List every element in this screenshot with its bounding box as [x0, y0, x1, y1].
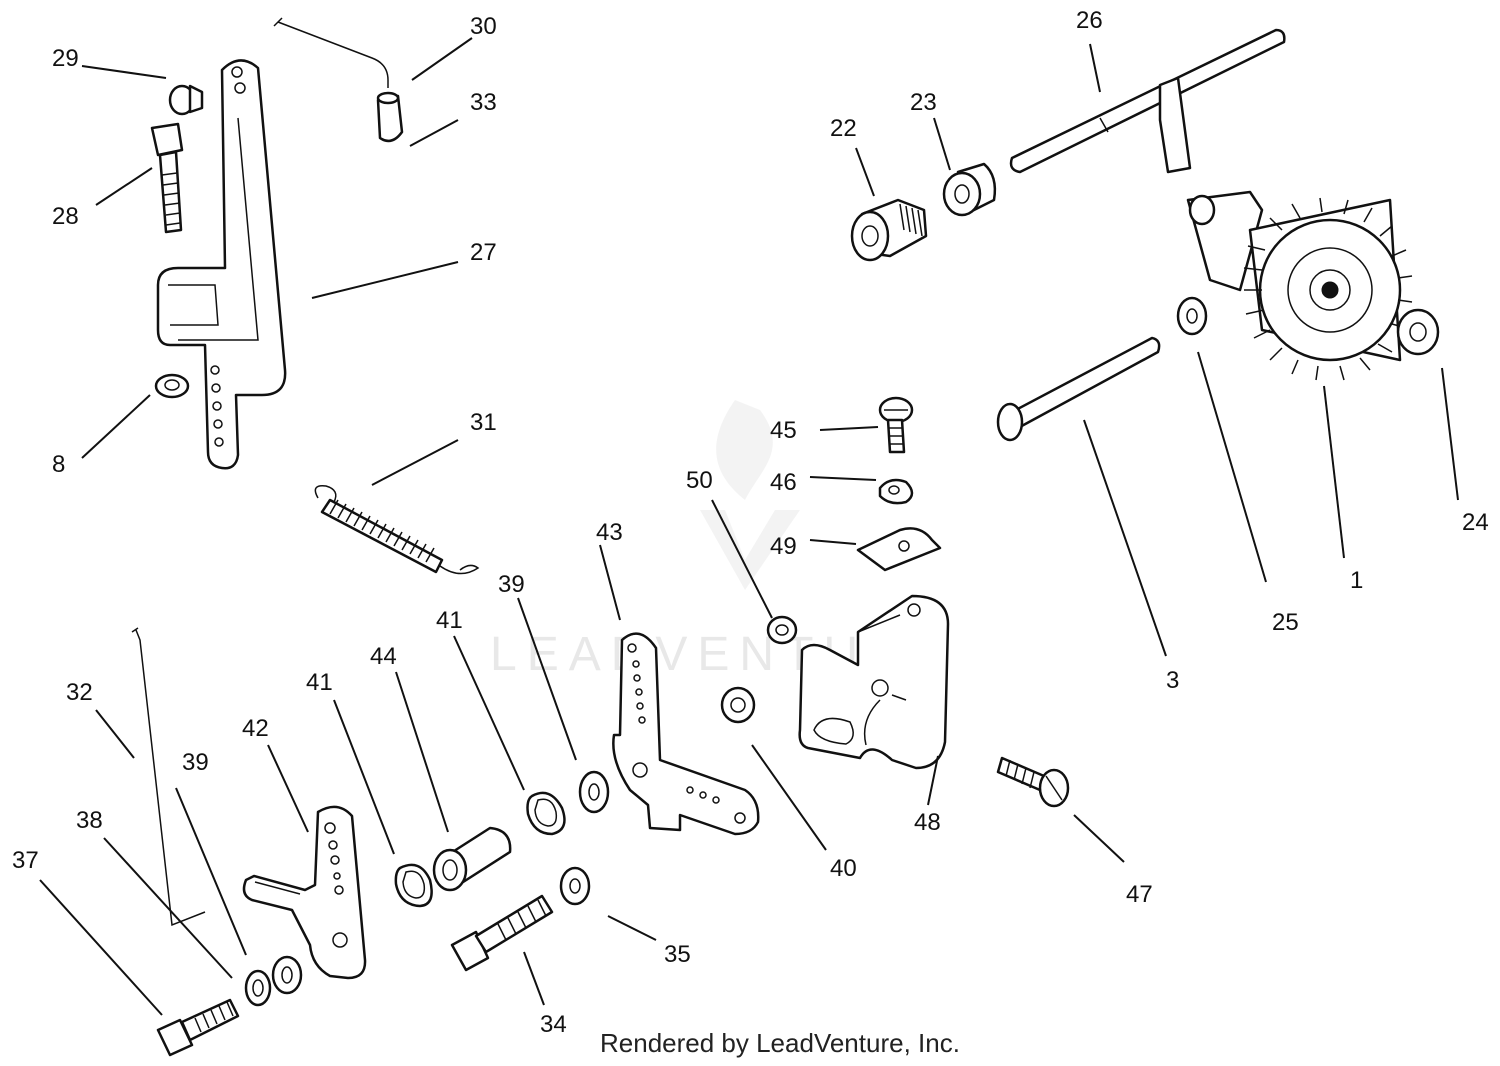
plug-part-29: [168, 84, 204, 116]
ring-part-41-lower: [394, 863, 433, 908]
callout-22: 22: [830, 115, 857, 142]
fitting-part-33: [376, 91, 404, 143]
callout-38: 38: [76, 807, 103, 834]
callout-32: 32: [66, 679, 93, 706]
callout-40: 40: [830, 855, 857, 882]
callout-30: 30: [470, 13, 497, 40]
bolt-part-34: [450, 894, 554, 972]
callout-33: 33: [470, 89, 497, 116]
callout-23: 23: [910, 89, 937, 116]
callout-31: 31: [470, 409, 497, 436]
callout-39-left: 39: [182, 749, 209, 776]
callout-1: 1: [1350, 567, 1363, 594]
callout-49: 49: [770, 533, 797, 560]
callout-44: 44: [370, 643, 397, 670]
bushing-part-23: [942, 162, 997, 217]
lever-part-43: [612, 632, 760, 836]
callout-26: 26: [1076, 7, 1103, 34]
watermark-logo: [700, 400, 800, 590]
lever-part-42: [242, 805, 367, 980]
rod-part-32: [131, 627, 206, 927]
washer-part-39-mid: [578, 770, 610, 814]
bolt-part-37: [156, 998, 240, 1057]
callout-45: 45: [770, 417, 797, 444]
callout-37: 37: [12, 847, 39, 874]
callout-34: 34: [540, 1011, 567, 1038]
screw-part-47: [996, 756, 1070, 808]
bracket-part-27: [156, 59, 287, 470]
fitting-part-22: [850, 198, 928, 262]
washer-part-35: [559, 866, 591, 906]
callout-28: 28: [52, 203, 79, 230]
shaft-part-26: [1009, 28, 1286, 174]
nut-part-50: [766, 615, 798, 645]
pin-part-3: [996, 336, 1161, 442]
callout-35: 35: [664, 941, 691, 968]
callout-47: 47: [1126, 881, 1153, 908]
callout-labels: 29 30 33 28 27 8 31 32 39 42 41 44 41 39…: [12, 7, 1489, 1038]
callout-27: 27: [470, 239, 497, 266]
washers-part-38-39: [244, 955, 303, 1007]
callout-3: 3: [1166, 667, 1179, 694]
bolt-part-28: [150, 122, 184, 234]
washer-part-25: [1176, 296, 1208, 336]
washer-part-24: [1396, 308, 1440, 356]
callout-43: 43: [596, 519, 623, 546]
nut-part-8: [154, 373, 190, 399]
ring-part-41-upper: [526, 791, 566, 836]
bracket-part-48: [798, 594, 950, 770]
clip-part-49: [856, 527, 942, 572]
callout-29: 29: [52, 45, 79, 72]
callout-42: 42: [242, 715, 269, 742]
callout-41-left: 41: [306, 669, 333, 696]
leader-lines: [39, 37, 1459, 1016]
footer-credit: Rendered by LeadVenture, Inc.: [600, 1028, 960, 1058]
spring-part-31: [314, 485, 480, 575]
bushing-part-44: [432, 826, 512, 892]
callout-41-right: 41: [436, 607, 463, 634]
screw-part-45: [878, 396, 914, 454]
callout-24: 24: [1462, 509, 1489, 536]
callout-39-mid: 39: [498, 571, 525, 598]
rod-part-30: [273, 17, 389, 88]
lockwasher-part-46: [878, 478, 914, 505]
callout-48: 48: [914, 809, 941, 836]
callout-50: 50: [686, 467, 713, 494]
callout-46: 46: [770, 469, 797, 496]
callout-8: 8: [52, 451, 65, 478]
callout-25: 25: [1272, 609, 1299, 636]
nut-part-40: [720, 686, 756, 724]
gear-part-1: [1186, 190, 1413, 381]
